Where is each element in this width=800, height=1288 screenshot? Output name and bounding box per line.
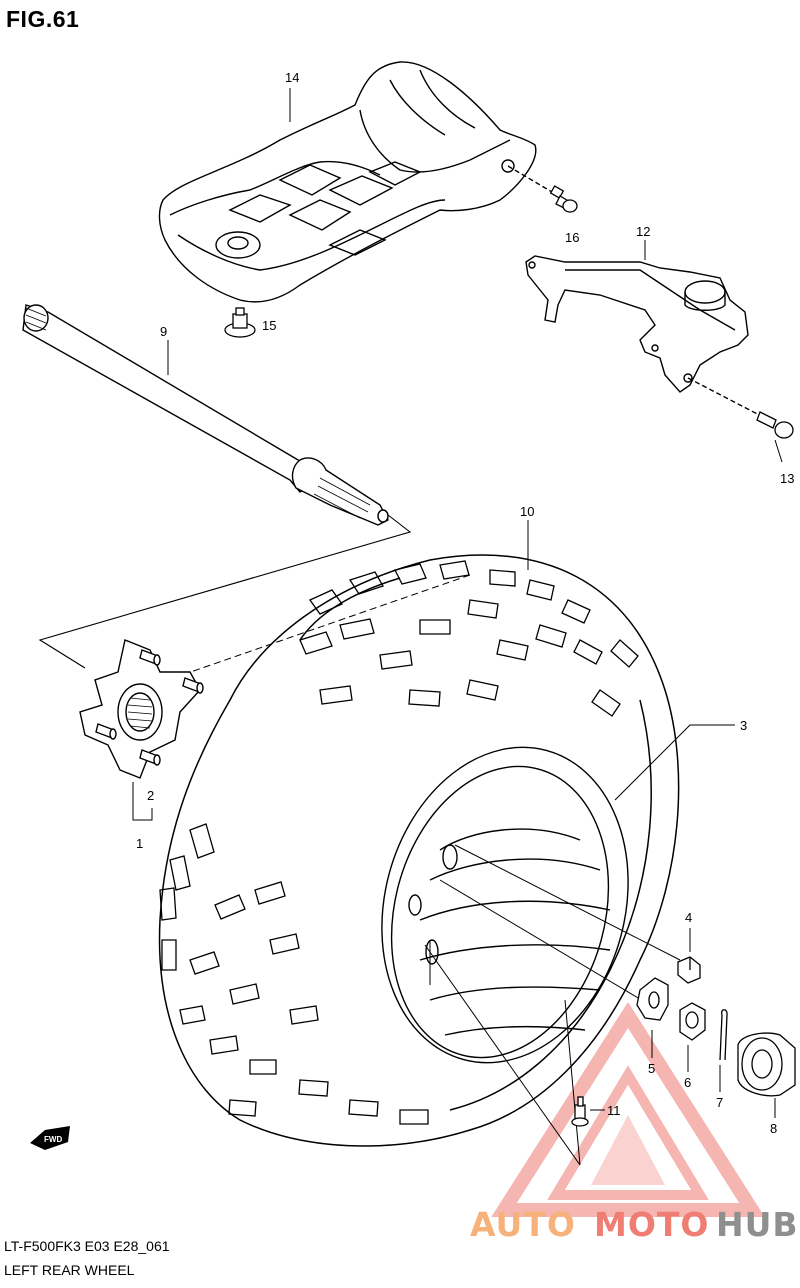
wheel-rim	[381, 746, 629, 1064]
part-6-castle-nut	[679, 1002, 706, 1041]
connector-line	[38, 514, 412, 669]
label-7: 7	[716, 1095, 723, 1110]
wheel-stud-1	[139, 649, 161, 666]
label-14: 14	[285, 70, 299, 85]
part-4-nut	[677, 956, 701, 984]
fwd-arrow-icon: FWD	[30, 1126, 70, 1150]
part-11-valve	[571, 1096, 589, 1127]
label-3: 3	[740, 718, 747, 733]
dash-axis-line	[109, 574, 471, 701]
part-5-washer	[636, 977, 669, 1021]
label-12: 12	[636, 224, 650, 239]
label-9: 9	[160, 324, 167, 339]
skid-plate	[158, 61, 553, 303]
watermark-moto: MOTO	[594, 1205, 710, 1244]
label-16: 16	[565, 230, 579, 245]
exploded-guide-lines	[424, 844, 681, 1166]
wheel-stud-3	[95, 723, 117, 740]
label-11: 11	[607, 1103, 621, 1118]
wheel-stud-4	[139, 749, 161, 766]
figure-caption: LEFT REAR WHEEL	[4, 1262, 135, 1278]
watermark-logo	[491, 1001, 765, 1217]
label-5: 5	[648, 1061, 655, 1076]
leader-lines	[167, 88, 783, 1118]
watermark-auto: AUTO	[470, 1205, 576, 1244]
label-1: 1	[136, 836, 143, 851]
label-13: 13	[780, 471, 794, 486]
wheel-stud-2	[182, 677, 204, 694]
figure-title: FIG.61	[6, 6, 80, 32]
rear-tire	[158, 554, 680, 1147]
label-10: 10	[520, 504, 534, 519]
label-15: 15	[262, 318, 276, 333]
bolt-13	[756, 411, 794, 439]
bolt-15	[224, 307, 256, 338]
part-labels: 14 16 12 9 15 13 10 3 2 1 4 5 6 7 8 11	[136, 70, 794, 1136]
axle-shaft	[22, 304, 389, 526]
label-6: 6	[684, 1075, 691, 1090]
label-4: 4	[685, 910, 692, 925]
model-code: LT-F500FK3 E03 E28_061	[4, 1238, 170, 1254]
part-7-cotter-pin	[719, 1009, 728, 1061]
label-8: 8	[770, 1121, 777, 1136]
part-8-hub-cap	[737, 1032, 796, 1097]
bolt-16	[549, 185, 578, 213]
bracket	[525, 255, 766, 419]
leader-hub	[132, 782, 153, 821]
watermark-hub: HUB	[716, 1205, 799, 1244]
wheel-hub	[79, 639, 204, 779]
fwd-label: FWD	[44, 1135, 62, 1144]
label-2: 2	[147, 788, 154, 803]
